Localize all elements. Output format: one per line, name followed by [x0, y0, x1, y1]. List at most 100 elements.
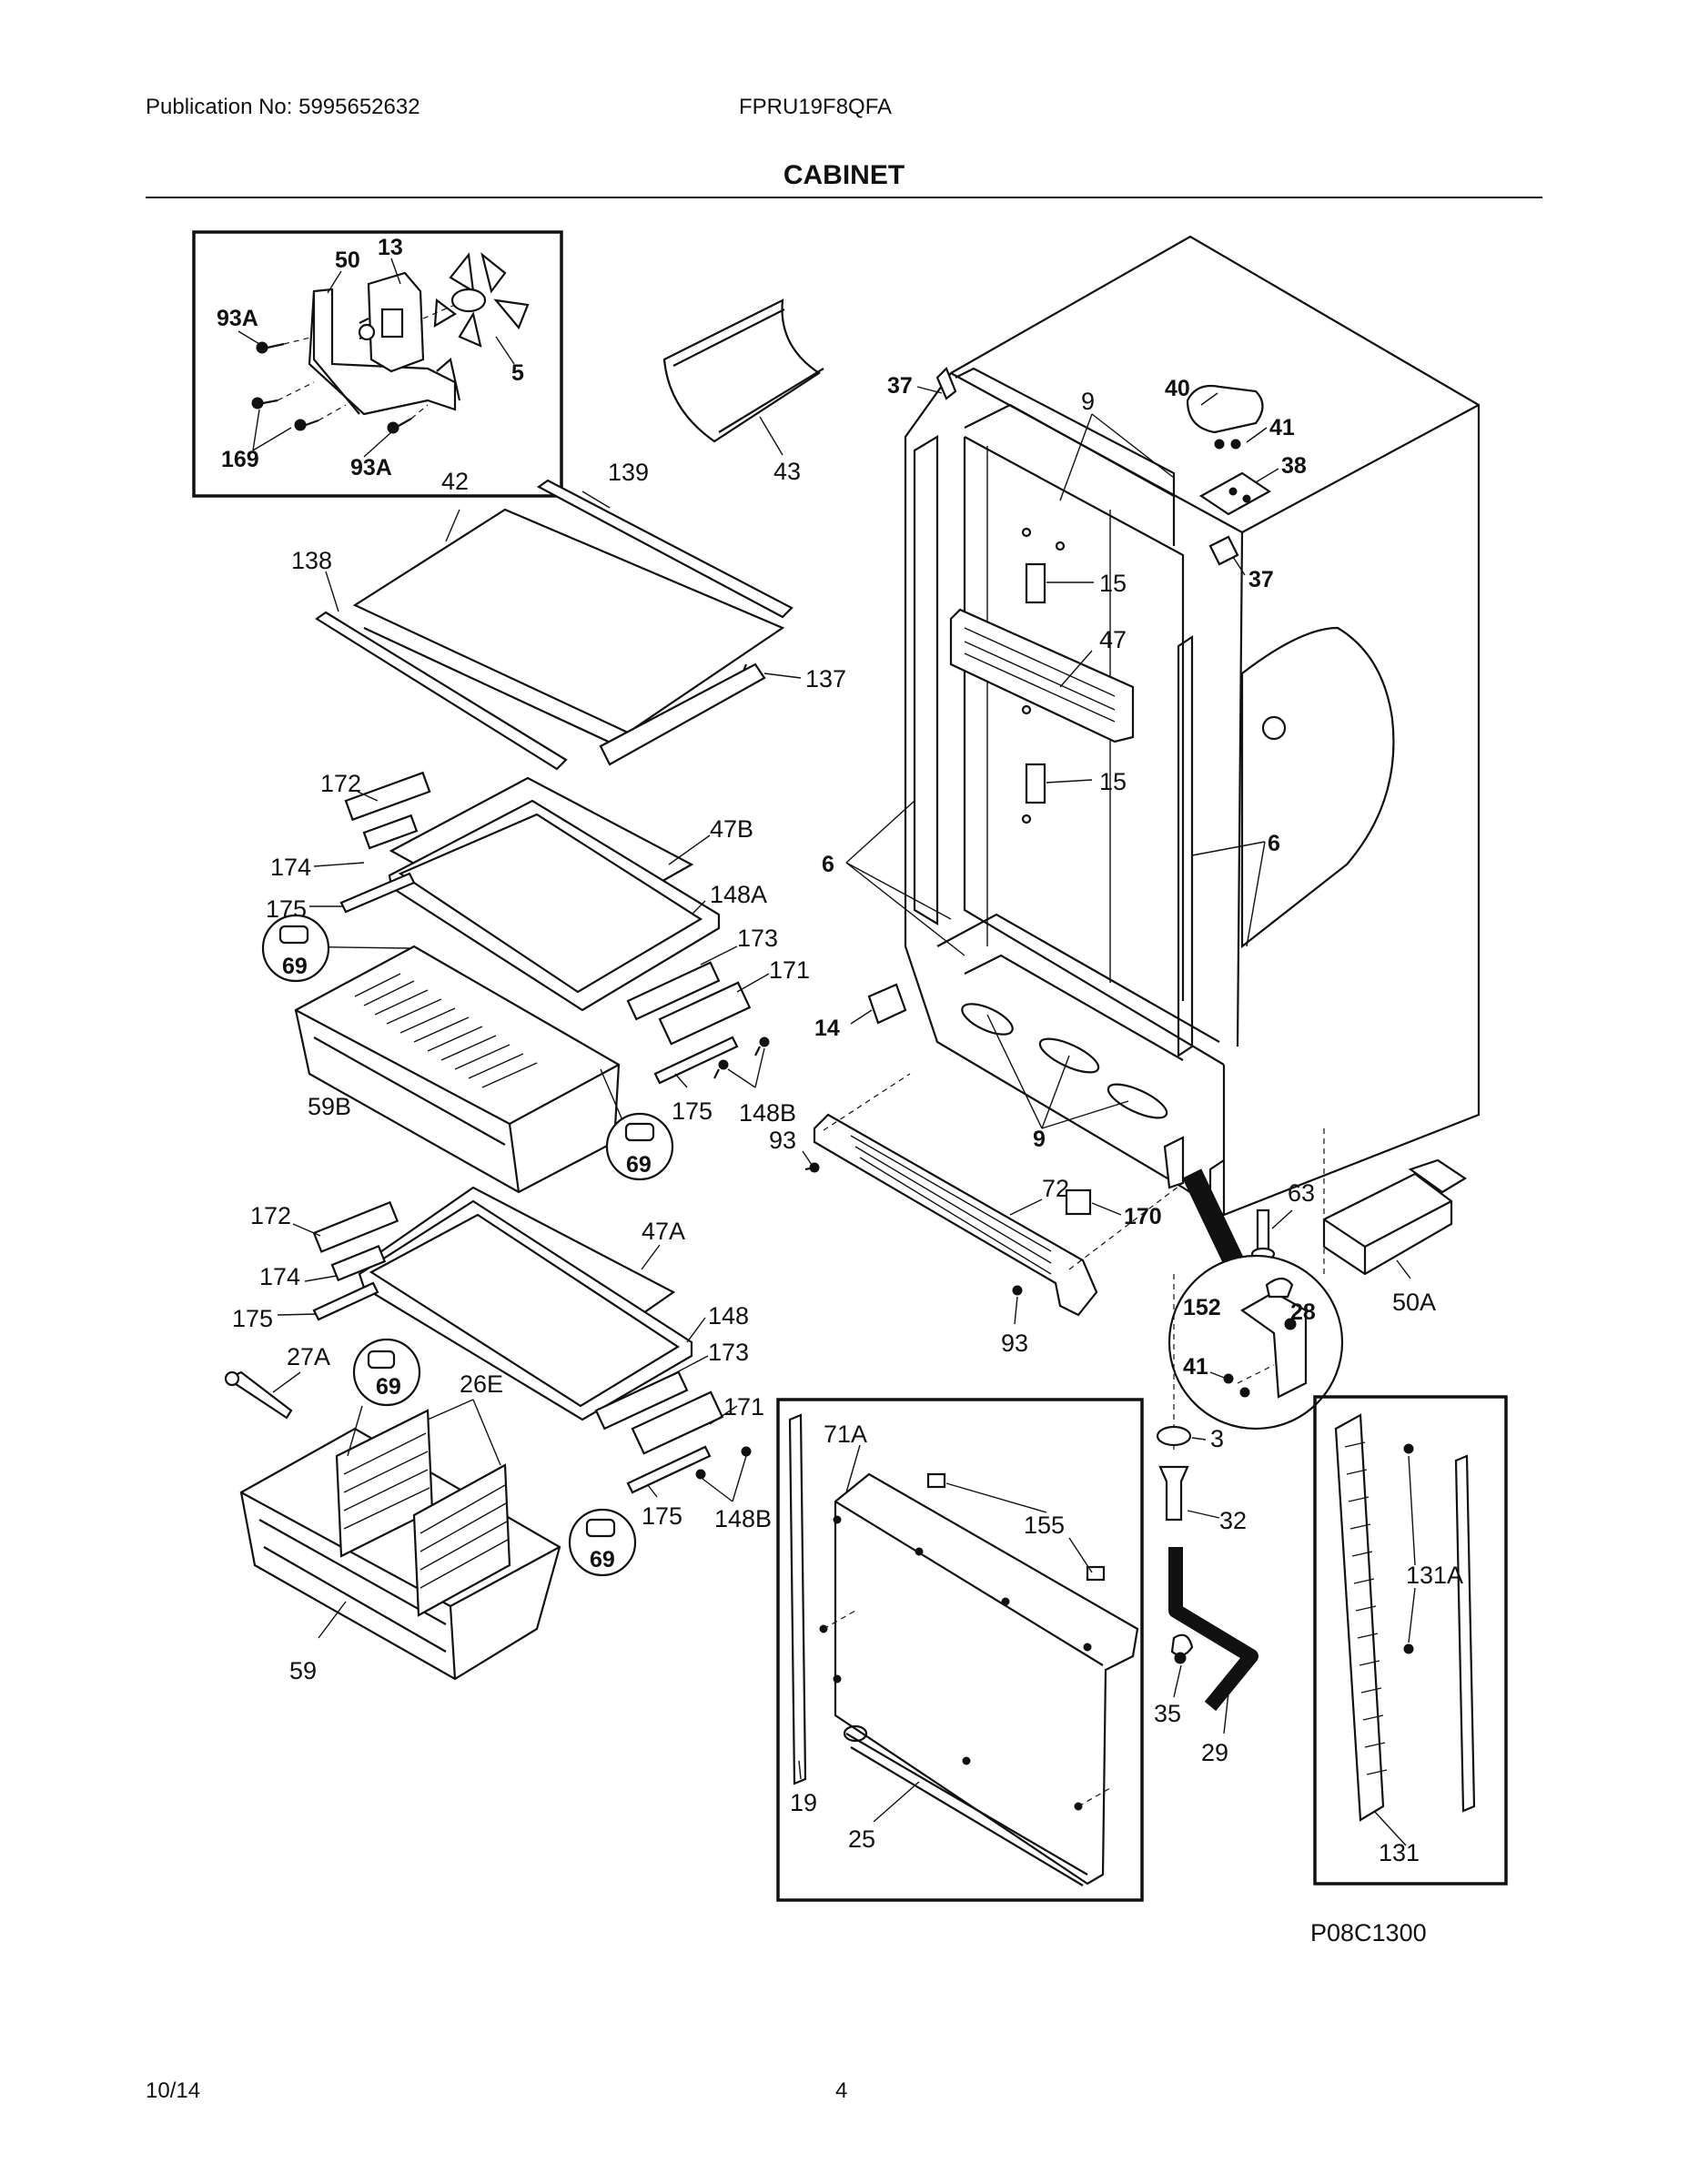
cabinet-body: 37 9 40 41 38 37 15 47 15 6 6 9 [822, 235, 1481, 1274]
part-170-switch: 170 [1065, 1188, 1162, 1229]
label-93A-lower: 93A [350, 455, 392, 480]
label-27A: 27A [287, 1343, 330, 1370]
part-71A-liner [834, 1472, 1139, 1886]
part-152-pin [1265, 1277, 1294, 1299]
label-50A: 50A [1392, 1289, 1436, 1316]
screw-169-b [294, 404, 347, 431]
screw-169-a [251, 381, 315, 410]
label-137: 137 [805, 665, 846, 693]
label-59: 59 [289, 1657, 317, 1684]
label-138: 138 [291, 547, 332, 574]
screw-93A-upper [256, 336, 315, 354]
part-137-frame [599, 662, 766, 766]
part-37-bushing-lower [1208, 535, 1239, 566]
label-71A: 71A [824, 1421, 867, 1448]
part-15-clip-b [1025, 763, 1046, 804]
label-174-a: 174 [270, 854, 311, 881]
label-32: 32 [1219, 1507, 1247, 1534]
label-139: 139 [608, 459, 649, 486]
part-59-pan [239, 1427, 561, 1681]
part-173-bracket [626, 961, 721, 1021]
part-69-cap-a: 69 [261, 914, 330, 983]
label-174-b: 174 [259, 1263, 300, 1290]
part-3-drain-cap: 3 [1156, 1425, 1224, 1452]
part-139-rear-rail [536, 479, 793, 619]
part-138-front-rail [315, 611, 568, 771]
part-14-switch: 14 [814, 983, 907, 1041]
label-28: 28 [1290, 1299, 1316, 1325]
label-148A: 148A [710, 881, 767, 908]
label-131A: 131A [1406, 1562, 1463, 1589]
part-37-bushing-upper [935, 367, 957, 400]
label-41-top: 41 [1269, 415, 1295, 440]
shelf-support-inset-frame [1313, 1395, 1508, 1886]
part-174-clip-b [330, 1244, 387, 1282]
label-93-b: 93 [1001, 1330, 1028, 1357]
label-41-bottom: 41 [1183, 1354, 1208, 1380]
part-19-gasket-strip [788, 1413, 807, 1785]
part-171-bracket [658, 981, 752, 1046]
label-172-b: 172 [250, 1202, 291, 1229]
part-26E-dividers: 26E [335, 1370, 511, 1617]
label-50: 50 [335, 248, 360, 273]
door-panel-inset-frame [776, 1398, 1144, 1902]
header-rule [146, 197, 1542, 198]
label-25: 25 [848, 1825, 875, 1853]
part-32-drain-tube: 32 [1158, 1465, 1247, 1534]
label-38: 38 [1281, 453, 1307, 479]
label-15-b: 15 [1099, 768, 1127, 795]
label-6-right: 6 [1268, 831, 1280, 856]
part-175-runner-d [626, 1445, 712, 1494]
part-131A-rail [1454, 1454, 1476, 1813]
part-155-clip-a [926, 1472, 946, 1489]
label-69-d: 69 [590, 1547, 615, 1572]
model-number: FPRU19F8QFA [739, 95, 893, 119]
label-173-b: 173 [708, 1339, 749, 1366]
label-169: 169 [221, 447, 259, 472]
label-93-a: 93 [769, 1127, 796, 1154]
part-69-cap-d: 69 [568, 1508, 637, 1577]
screw-93A-lower [387, 404, 429, 434]
part-175-runner-c [312, 1281, 379, 1321]
part-171-bracket-b [631, 1390, 724, 1455]
section-title: CABINET [783, 160, 905, 190]
part-155-clip-b [1086, 1565, 1106, 1582]
part-72-grille: 93 72 93 [769, 1073, 1184, 1357]
label-72: 72 [1042, 1175, 1069, 1202]
part-40-hinge-cover [1186, 384, 1264, 434]
inset-frame [192, 230, 563, 498]
label-37-lower: 37 [1248, 567, 1274, 592]
label-148: 148 [708, 1302, 749, 1330]
label-171-b: 171 [723, 1393, 764, 1421]
label-43: 43 [773, 458, 801, 485]
label-69-a: 69 [282, 954, 308, 979]
label-175-b: 175 [672, 1097, 713, 1125]
label-26E: 26E [460, 1370, 503, 1398]
label-13: 13 [378, 235, 403, 260]
label-69-c: 69 [376, 1374, 401, 1400]
part-175-runner-right [653, 1036, 739, 1085]
label-9-upper: 9 [1081, 388, 1095, 415]
label-9-lower: 9 [1033, 1127, 1046, 1152]
part-173-bracket-b [594, 1370, 689, 1431]
label-3: 3 [1210, 1425, 1224, 1452]
label-152: 152 [1183, 1295, 1221, 1320]
part-174-clip [362, 814, 419, 850]
fan-blade [422, 252, 530, 348]
label-131: 131 [1379, 1839, 1420, 1866]
door-panel-inset: 71A 155 19 25 [776, 1398, 1144, 1902]
label-172-a: 172 [320, 770, 361, 797]
part-69-cap-b: 69 [605, 1112, 674, 1181]
bottom-hinge-detail: 152 28 41 [1167, 1168, 1344, 1431]
label-171-a: 171 [769, 956, 810, 984]
label-6-left: 6 [822, 852, 834, 877]
part-69-cap-c: 69 [352, 1338, 421, 1407]
diagram-id: P08C1300 [1310, 1919, 1427, 1946]
shelf-support-inset: 131A 131 [1313, 1395, 1508, 1886]
label-5: 5 [511, 360, 524, 386]
part-15-clip-a [1025, 562, 1046, 604]
label-155: 155 [1024, 1512, 1065, 1539]
label-42: 42 [441, 468, 469, 495]
part-35-clamp: 35 [1154, 1633, 1194, 1727]
